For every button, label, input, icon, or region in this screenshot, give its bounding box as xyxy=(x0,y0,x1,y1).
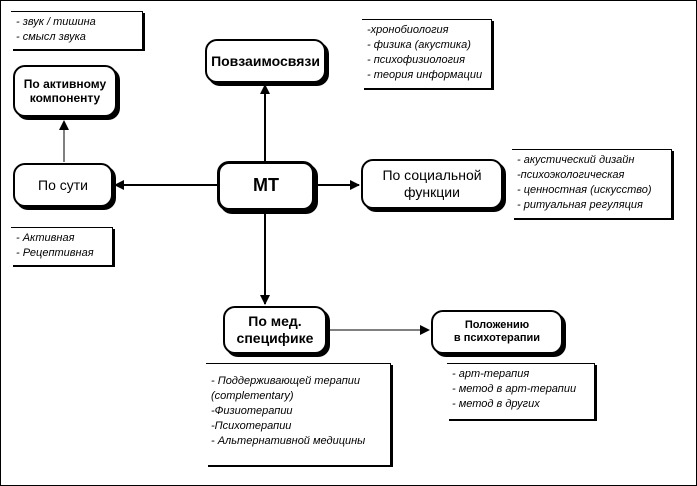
note-sound-line: - звук / тишина xyxy=(16,16,96,28)
note-essence-line: - Активная xyxy=(16,232,75,244)
note-medical-specifics-line: -Психотерапии xyxy=(211,420,292,432)
node-essence: По сути xyxy=(13,163,113,207)
note-interrelations-line: - теория информации xyxy=(367,69,483,81)
node-interrelations-label: Повзаимосвязи xyxy=(211,52,320,69)
note-medical-specifics-line: -Физиотерапии xyxy=(211,405,293,417)
node-active-component: По активному компоненту xyxy=(13,65,117,117)
note-interrelations-line: -хронобиология xyxy=(367,24,449,36)
note-essence: - Активная - Рецептивная xyxy=(11,227,113,265)
node-medical-specifics-label: По мед. специфике xyxy=(236,313,314,346)
node-essence-label: По сути xyxy=(38,176,88,193)
note-medical-specifics-line: - Поддерживающей терапии xyxy=(211,375,360,387)
node-interrelations: Повзаимосвязи xyxy=(205,39,326,83)
note-sound: - звук / тишина - смысл звука xyxy=(11,11,143,49)
node-social-function-label: По социальной функции xyxy=(382,167,482,200)
note-social-function-line: - ценностная (искусство) xyxy=(517,184,652,196)
note-psychotherapy-position: - арт-терапия - метод в арт-терапии - ме… xyxy=(447,363,595,419)
note-sound-line: - смысл звука xyxy=(16,31,86,43)
note-interrelations-line: - физика (акустика) xyxy=(367,39,471,51)
note-medical-specifics-line: - Альтернативной медицины xyxy=(211,435,366,447)
note-social-function-line: - акустический дизайн xyxy=(517,154,635,166)
note-social-function-line: - ритуальная регуляция xyxy=(517,199,643,211)
center-node-mt: МТ xyxy=(217,161,315,211)
note-interrelations-line: - психофизиология xyxy=(367,54,466,66)
node-psychotherapy-position: Положению в психотерапии xyxy=(431,310,563,354)
note-essence-line: - Рецептивная xyxy=(16,247,94,259)
note-psychotherapy-position-line: - арт-терапия xyxy=(452,368,530,380)
note-interrelations: -хронобиология - физика (акустика) - пси… xyxy=(362,19,492,88)
node-social-function: По социальной функции xyxy=(361,159,503,209)
node-active-component-label: По активному компоненту xyxy=(23,76,107,105)
note-social-function: - акустический дизайн -психоэкологическа… xyxy=(512,149,672,218)
node-medical-specifics: По мед. специфике xyxy=(223,306,327,354)
note-psychotherapy-position-line: - метод в других xyxy=(452,398,540,410)
note-medical-specifics: - Поддерживающей терапии (complementary)… xyxy=(206,363,391,465)
note-medical-specifics-line: (complementary) xyxy=(211,390,294,402)
center-node-label: МТ xyxy=(253,175,279,196)
note-psychotherapy-position-line: - метод в арт-терапии xyxy=(452,383,577,395)
node-psychotherapy-position-label: Положению в психотерапии xyxy=(453,318,541,344)
note-social-function-line: -психоэкологическая xyxy=(517,169,625,181)
